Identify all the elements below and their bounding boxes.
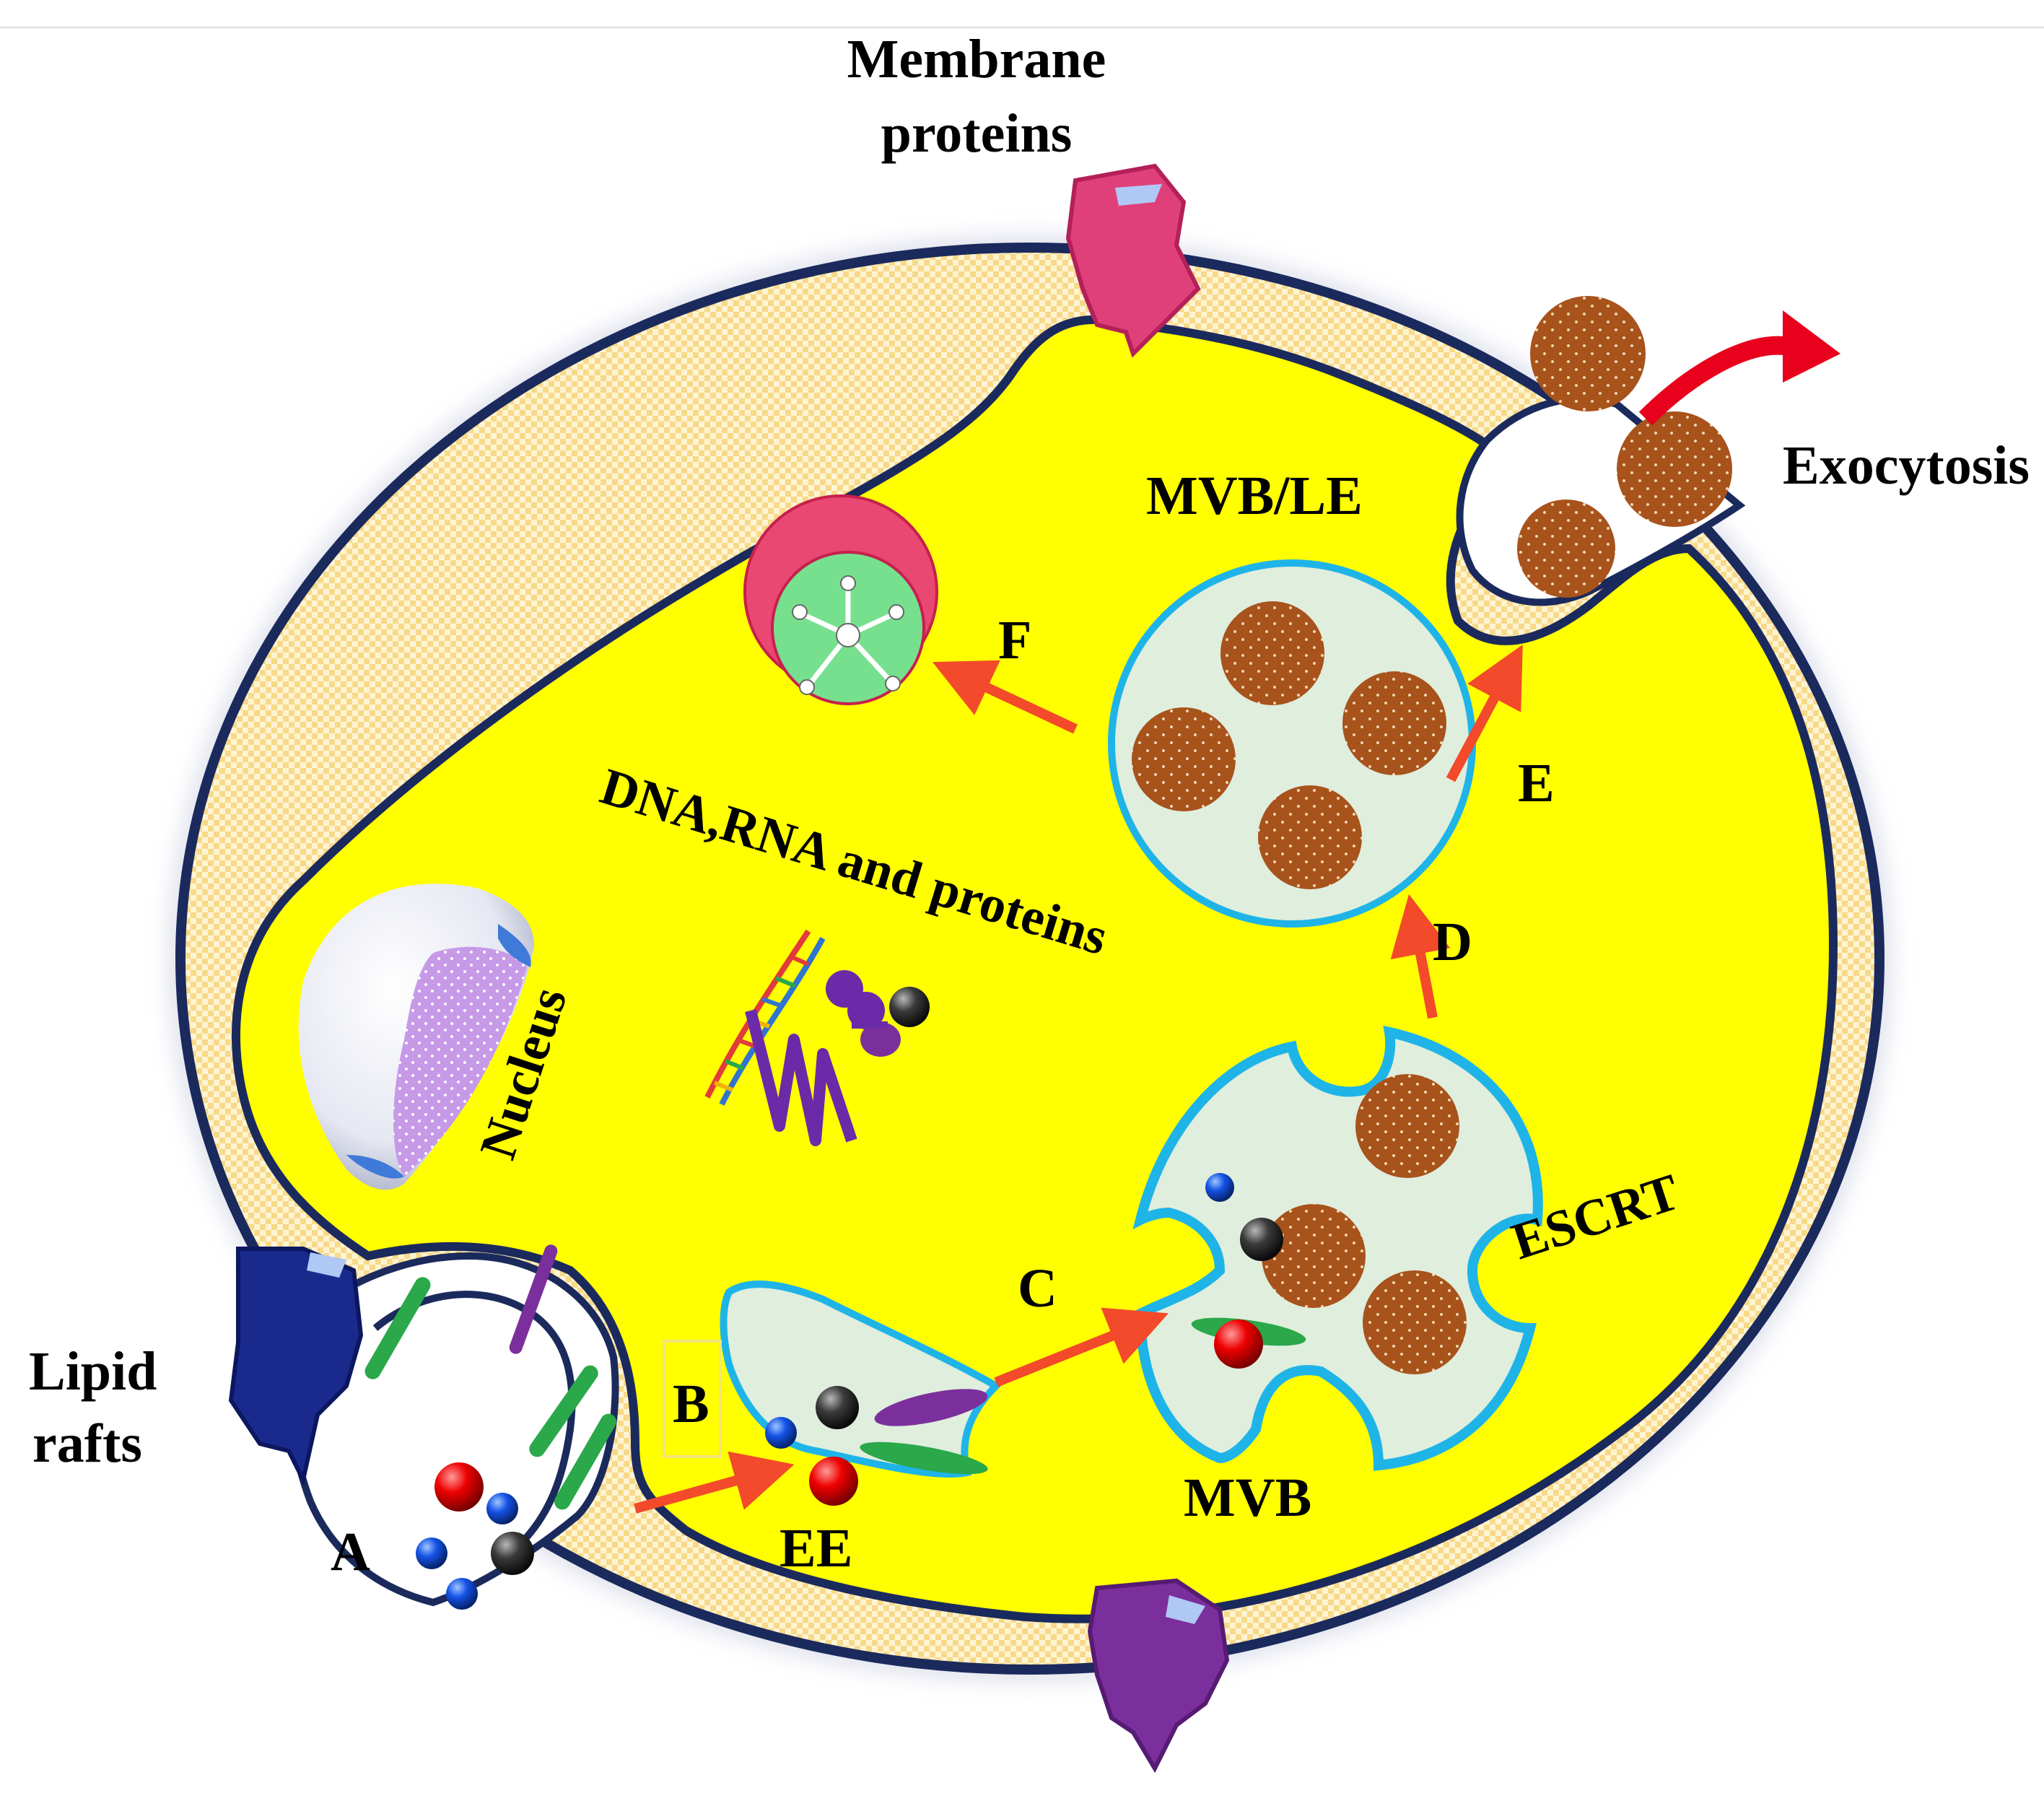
label-e: E: [1518, 753, 1555, 813]
lysosome: [743, 494, 938, 705]
label-b: B: [673, 1374, 709, 1434]
mvb-le-vesicle: [1108, 559, 1476, 928]
label-ee: EE: [779, 1518, 852, 1579]
pathway-arrows: [634, 644, 1523, 1514]
membrane-protein-bottom: [1087, 1578, 1230, 1774]
membrane-protein-top: [1065, 163, 1201, 358]
label-c: C: [1018, 1258, 1057, 1319]
label-lipid-line1: Lipid: [29, 1341, 157, 1402]
label-membrane-line1: Membrane: [847, 29, 1106, 90]
arrow-c: [994, 1307, 1169, 1387]
label-membrane-line2: proteins: [881, 103, 1073, 164]
b-box: [663, 1340, 722, 1458]
raft-lipid-bars: [364, 1244, 617, 1510]
label-mvb: MVB: [1184, 1467, 1311, 1528]
arrow-f: [932, 660, 1078, 734]
membrane-protein-left-highlight: [307, 1252, 346, 1278]
dna-rna-proteins-graphic: [704, 929, 930, 1146]
arrow-e: [1446, 644, 1523, 782]
arrow-d: [1390, 894, 1451, 1019]
exosomes-released: [1517, 296, 1732, 598]
label-exocytosis: Exocytosis: [1783, 435, 2030, 496]
raft-inner-outline: [372, 1291, 576, 1548]
nucleus-graphic: [298, 884, 534, 1190]
escrt-mvb-vesicle: [1132, 1025, 1543, 1471]
exocytosis-arrow-head: [1783, 310, 1840, 383]
label-mvb-le: MVB/LE: [1146, 466, 1363, 526]
label-f: F: [998, 610, 1031, 671]
membrane-protein-bottom-highlight: [1166, 1595, 1205, 1624]
membrane-protein-top-highlight: [1115, 184, 1162, 206]
membrane-protein-left: [228, 1247, 364, 1486]
label-lipid-line2: rafts: [32, 1413, 142, 1474]
exocytosis-arrow-shaft: [1638, 336, 1792, 426]
label-a: A: [331, 1522, 370, 1582]
lipid-raft-pocket: [286, 1252, 619, 1607]
arrow-b: [634, 1451, 795, 1514]
label-d: D: [1433, 912, 1472, 972]
early-endosome: [720, 1281, 1003, 1506]
raft-cargo: [416, 1462, 534, 1610]
